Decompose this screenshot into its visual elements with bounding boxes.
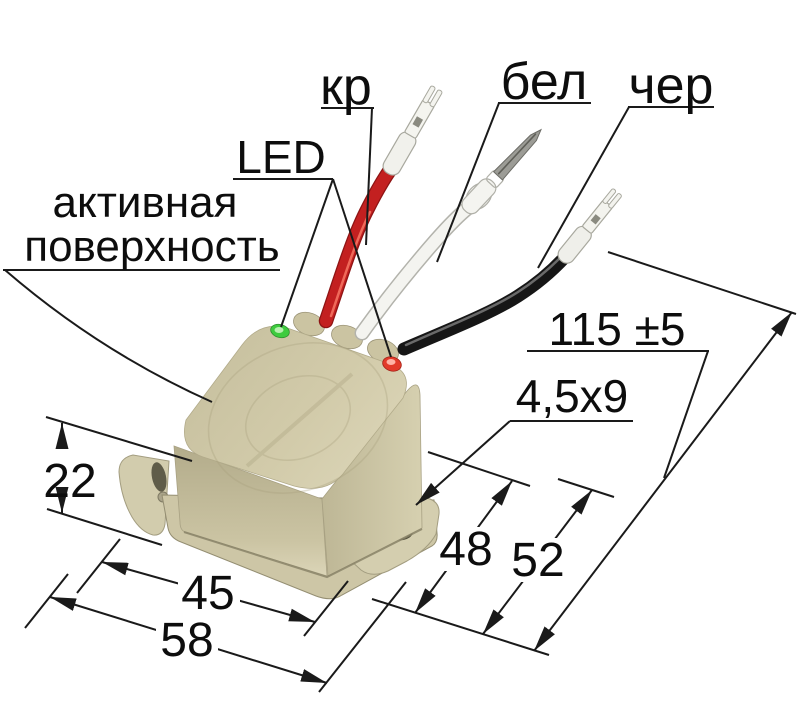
ext-line-52-top [557, 478, 615, 498]
ext-line-22-top [45, 416, 193, 462]
left-flange-slot-hole [151, 462, 167, 492]
gap-48 [438, 527, 494, 571]
box-bottom-edge-shadow [183, 528, 423, 579]
dim-label-58: 58 [160, 614, 213, 667]
gap-58 [156, 620, 218, 660]
leader-led-green [280, 178, 334, 328]
dim-label-22: 22 [43, 455, 96, 508]
active-surface-label-line2: поверхность [24, 222, 279, 271]
gap-52 [510, 538, 565, 582]
ext-line-45-left [76, 538, 121, 594]
led-red [382, 356, 402, 372]
embossed-logo [207, 342, 389, 494]
leader-active-surface [4, 269, 213, 403]
wires [318, 85, 622, 356]
ext-line-48-top [427, 451, 531, 487]
dim-label-slot-size: 4,5x9 [516, 370, 629, 422]
dim-label-48: 48 [439, 523, 492, 576]
ext-line-58-right [318, 581, 407, 693]
red-wire-fork-terminal [382, 85, 443, 176]
wire-label-red: кр [320, 58, 372, 116]
leader-115 [663, 350, 709, 479]
active-surface-label-line1: активная [53, 178, 238, 227]
leader-cher [537, 106, 630, 269]
white-wire [354, 128, 542, 341]
dim-label-wire-length: 115 ±5 [549, 303, 686, 355]
white-wire-blade-terminal [461, 128, 542, 215]
annotation-lines [3, 102, 797, 693]
black-wire [397, 188, 622, 356]
ext-line-baseline [371, 598, 550, 656]
wire-label-black: чер [629, 57, 714, 115]
gap-45 [178, 572, 240, 612]
left-mounting-flange [118, 454, 170, 536]
dim-line-115 [533, 311, 793, 652]
wire-label-white: бел [501, 53, 588, 111]
ext-line-wire-end [607, 251, 797, 315]
black-wire-fork-terminal [557, 188, 622, 264]
led-callout-label: LED [236, 131, 325, 183]
red-wire [318, 85, 443, 329]
labels: кр бел чер LED активная поверхность 115 … [24, 53, 713, 667]
ext-line-58-left [24, 573, 69, 629]
dim-label-45: 45 [181, 567, 234, 620]
leader-led-red [332, 178, 392, 358]
ext-line-22-bottom [46, 508, 163, 546]
leader-kr [365, 107, 373, 246]
dim-label-52: 52 [511, 534, 564, 587]
leader-bel [436, 102, 500, 263]
